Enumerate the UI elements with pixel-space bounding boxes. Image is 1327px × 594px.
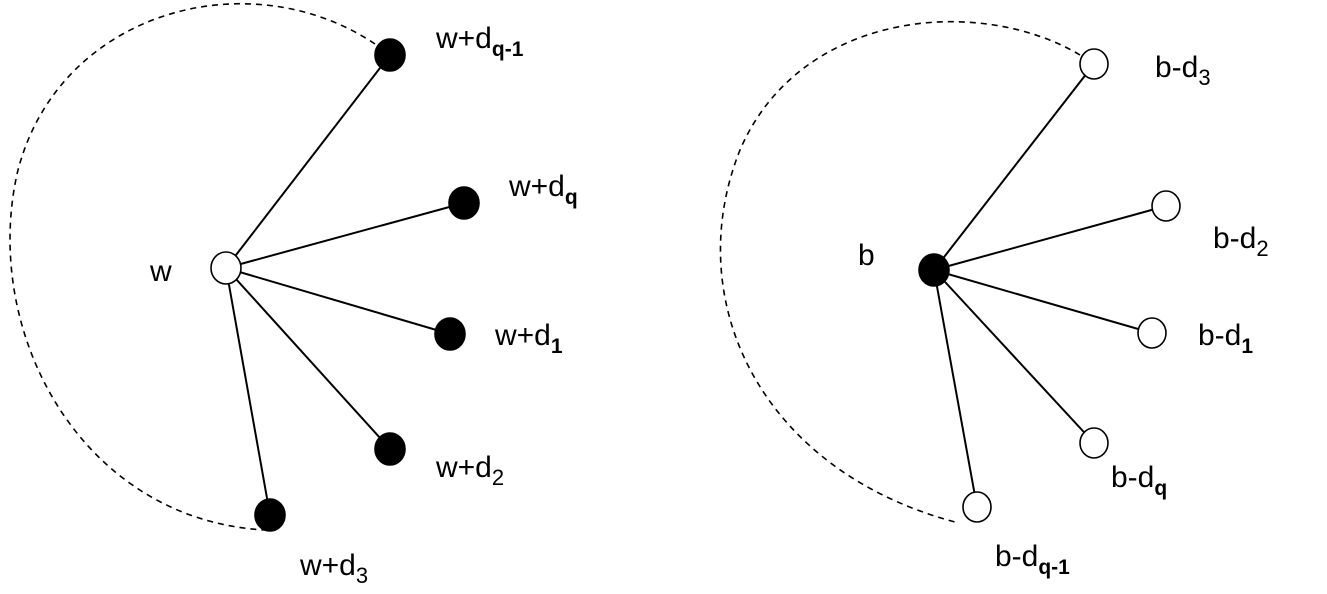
right-leaf-label-q-1: b-dq-1 xyxy=(995,540,1070,579)
right-dashed-arc xyxy=(719,20,1081,523)
left-leaf-node-q-1 xyxy=(374,38,406,72)
right-leaf-node-3 xyxy=(1079,48,1109,80)
left-leaf-label-3: w+d3 xyxy=(299,549,368,588)
right-edge-2 xyxy=(933,205,1167,271)
right-leaf-label-2: b-d2 xyxy=(1213,222,1269,261)
right-leaf-node-q xyxy=(1079,427,1109,459)
right-edge-q-1 xyxy=(933,269,978,508)
left-leaf-node-q xyxy=(448,186,480,220)
left-edge-q-1 xyxy=(225,54,391,269)
right-leaf-label-1: b-d1 xyxy=(1198,319,1253,358)
left-star: w w+dq-1 w+dq w+d1 w+d2 w+d3 xyxy=(9,3,578,588)
left-edge-3 xyxy=(225,267,271,516)
right-leaf-node-q-1 xyxy=(962,491,992,523)
left-edge-q xyxy=(225,202,465,269)
left-leaf-node-1 xyxy=(434,317,466,351)
right-leaf-node-2 xyxy=(1151,190,1181,222)
right-leaf-node-1 xyxy=(1137,317,1167,349)
left-edge-2 xyxy=(225,267,391,450)
left-center-label: w xyxy=(149,255,172,288)
left-edge-1 xyxy=(225,267,451,335)
left-leaf-label-q-1: w+dq-1 xyxy=(435,22,524,61)
right-leaf-label-q: b-dq xyxy=(1111,461,1167,500)
left-leaf-node-2 xyxy=(374,432,406,466)
right-edge-1 xyxy=(933,269,1153,334)
left-center-node xyxy=(210,251,242,285)
left-leaf-label-1: w+d1 xyxy=(494,319,563,358)
right-star: b b-d3 b-d2 b-d1 b-dq b-dq-1 xyxy=(719,20,1269,579)
right-edge-q xyxy=(933,269,1095,444)
right-center-label: b xyxy=(858,239,875,272)
left-leaf-label-2: w+d2 xyxy=(435,451,504,490)
left-leaf-node-3 xyxy=(254,498,286,532)
left-dashed-arc xyxy=(9,3,376,531)
left-leaf-label-q: w+dq xyxy=(508,170,578,209)
right-center-node xyxy=(918,253,950,287)
right-leaf-label-3: b-d3 xyxy=(1155,51,1211,90)
right-edge-3 xyxy=(933,63,1095,271)
